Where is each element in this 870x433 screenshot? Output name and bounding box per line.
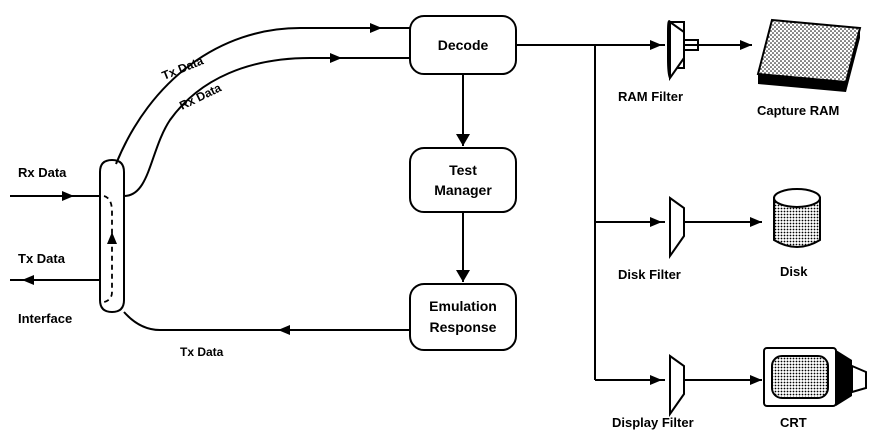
tx-upper-curve [115,23,410,165]
interface-loopback-arrow [107,232,117,244]
emulation-response-label-line1: Emulation [429,298,497,314]
ram-filter-icon [667,20,699,82]
decode-label: Decode [438,37,489,53]
ram-filter-to-capture-arrow [684,40,752,50]
test-manager-label-line1: Test [449,162,477,178]
emulation-response-box [409,283,517,351]
decode-to-test-manager-arrow [456,74,470,146]
rx-upper-label: Rx Data [177,80,224,112]
capture-ram-icon [756,18,862,92]
disk-icon [773,188,821,248]
disk-filter-label: Disk Filter [618,267,681,282]
test-manager-to-emulation-arrow [456,212,470,282]
test-manager-label-line2: Manager [434,182,492,198]
decode-output-bus [516,40,665,385]
rx-upper-curve [123,53,410,197]
test-manager-box [409,147,517,213]
disk-filter-to-disk-arrow [698,217,762,227]
display-filter-label: Display Filter [612,415,694,430]
ram-filter-label: RAM Filter [618,89,683,104]
crt-label: CRT [780,415,807,430]
disk-filter-icon [669,196,698,260]
crt-icon [763,347,867,407]
display-filter-icon [669,354,698,418]
emulation-response-label-line2: Response [430,319,497,335]
interface-loopback-path [103,195,113,303]
tx-bottom-line [123,311,410,335]
capture-ram-label: Capture RAM [757,103,839,118]
tx-output-label: Tx Data [18,251,66,266]
display-filter-to-crt-arrow [698,375,762,385]
rx-input-label: Rx Data [18,165,67,180]
rx-input-line [10,191,100,201]
interface-label: Interface [18,311,72,326]
tx-output-line [10,275,100,285]
tx-bottom-label: Tx Data [180,345,224,359]
disk-label: Disk [780,264,808,279]
tx-upper-label: Tx Data [160,53,206,82]
